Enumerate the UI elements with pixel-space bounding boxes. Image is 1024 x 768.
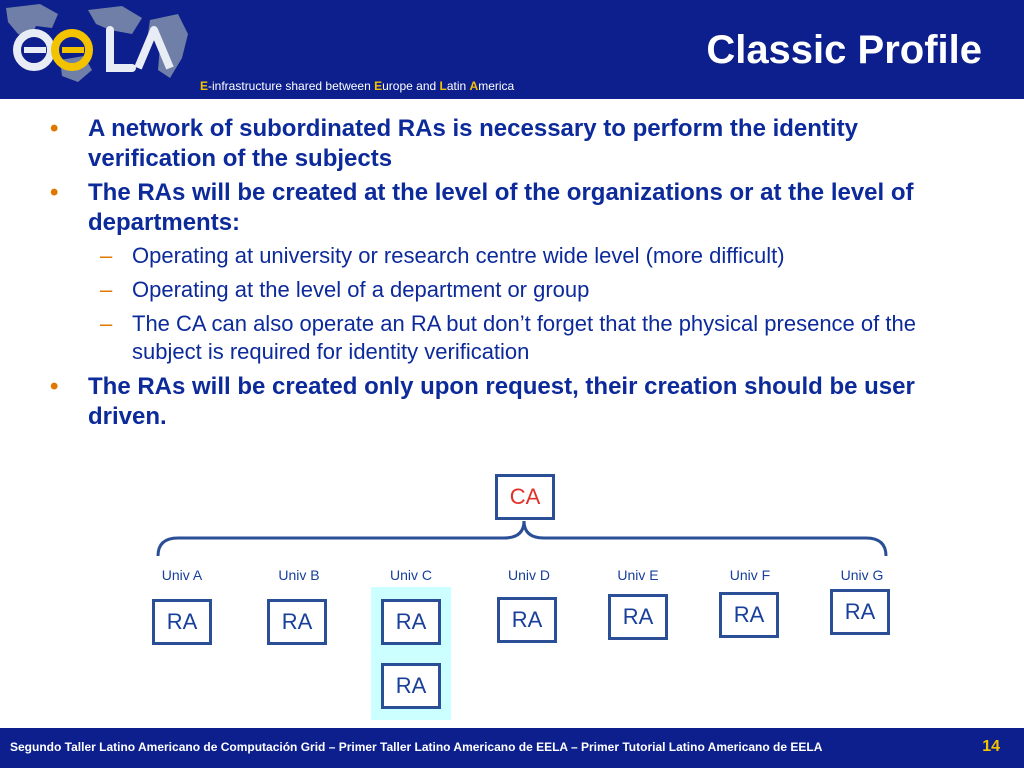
tagline-initial: E [374,79,383,93]
ra-box: RA [152,599,212,645]
tagline-segment: merica [478,79,515,93]
bullet-item: • The RAs will be created at the level of… [50,178,980,238]
brace-connector [156,520,888,557]
footer-text: Segundo Taller Latino Americano de Compu… [10,740,823,754]
footer-bar: Segundo Taller Latino Americano de Compu… [0,728,1024,768]
bullet-text: The RAs will be created at the level of … [88,179,914,236]
tagline-initial: A [469,79,479,93]
ra-box-extra: RA [381,663,441,709]
univ-label: Univ C [389,567,432,583]
ra-box: RA [381,599,441,645]
header-rule [0,96,1024,99]
tagline-segment: atin [446,79,470,93]
bullet-text: The RAs will be created only upon reques… [88,373,915,430]
bullet-list: • A network of subordinated RAs is necess… [50,114,980,436]
univ-label: Univ E [617,567,659,583]
ra-box: RA [830,589,890,635]
tagline-initial: L [439,79,447,93]
univ-label: Univ F [729,567,771,583]
bullet-marker: • [50,373,59,400]
slide-title: Classic Profile [706,28,982,72]
univ-label: Univ D [507,567,550,583]
bullet-item: –Operating at the level of a department … [50,276,980,304]
bullet-marker: • [50,115,59,142]
ra-box: RA [497,597,557,643]
tagline-initial: E [200,79,209,93]
bullet-item: –The CA can also operate an RA but don’t… [50,310,980,366]
bullet-text: A network of subordinated RAs is necessa… [88,115,858,172]
bullet-marker: – [100,311,113,336]
bullet-item: –Operating at university or research cen… [50,242,980,270]
eela-logo-icon [6,4,188,82]
page-number: 14 [982,738,1000,755]
tagline: E-infrastructure shared between Europe a… [200,79,514,93]
bullet-text: Operating at university or research cent… [132,243,785,268]
header-bar: Classic Profile E-infrastructure shared … [0,0,1024,96]
univ-label: Univ G [840,567,884,583]
ca-box: CA [495,474,555,520]
bullet-marker: • [50,179,59,206]
bullet-marker: – [100,243,113,268]
univ-label: Univ A [161,567,203,583]
bullet-marker: – [100,277,113,302]
tagline-segment: urope and [382,79,440,93]
bullet-text: The CA can also operate an RA but don’t … [132,311,916,364]
tagline-segment: -infrastructure shared between [208,79,375,93]
univ-label: Univ B [278,567,320,583]
ra-box: RA [719,592,779,638]
ra-box: RA [608,594,668,640]
ra-box: RA [267,599,327,645]
bullet-text: Operating at the level of a department o… [132,277,590,302]
bullet-item: • The RAs will be created only upon reque… [50,372,980,432]
bullet-item: • A network of subordinated RAs is necess… [50,114,980,174]
